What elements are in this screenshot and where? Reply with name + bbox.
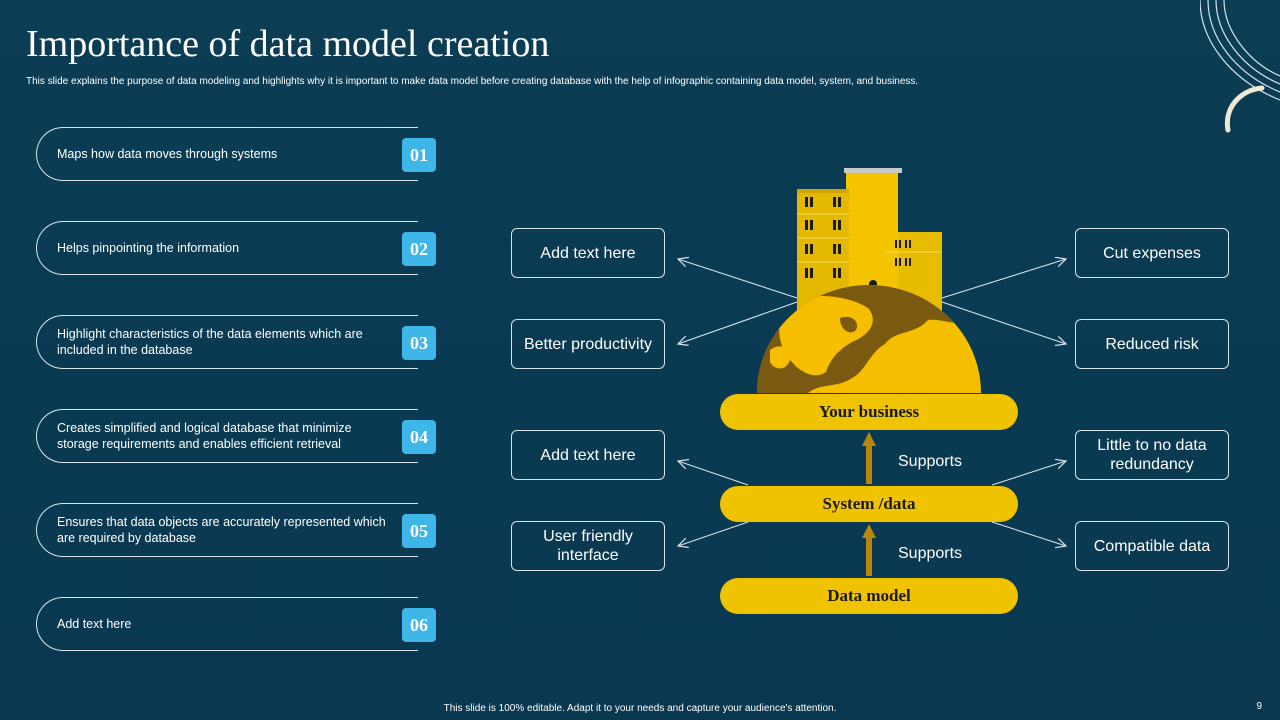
- benefit-box: Add text here: [511, 228, 665, 278]
- list-item-text: Creates simplified and logical database …: [57, 421, 352, 451]
- list-item-number: 02: [402, 232, 436, 266]
- benefit-box: Better productivity: [511, 319, 665, 369]
- list-item-number: 04: [402, 420, 436, 454]
- supports-label-lower: Supports: [898, 545, 963, 562]
- page-title: Importance of data model creation: [26, 23, 550, 65]
- list-item: Maps how data moves through systems: [36, 127, 418, 181]
- page-number: 9: [1256, 701, 1262, 712]
- list-item-text: Maps how data moves through systems: [57, 147, 278, 161]
- system-data-bar: System /data: [720, 486, 1018, 522]
- list-item: Add text here: [36, 597, 418, 651]
- list-item-number: 05: [402, 514, 436, 548]
- benefit-box: Reduced risk: [1075, 319, 1229, 369]
- list-item-number: 01: [402, 138, 436, 172]
- list-item-text: Helps pinpointing the information: [57, 241, 240, 255]
- connector-arrows: [678, 259, 1066, 546]
- list-item-number: 06: [402, 608, 436, 642]
- benefit-box: Add text here: [511, 430, 665, 480]
- footer-note: This slide is 100% editable. Adapt it to…: [443, 703, 837, 714]
- list-item-number: 03: [402, 326, 436, 360]
- up-arrow-icon: [862, 432, 876, 576]
- benefit-box: Little to no data redundancy: [1075, 430, 1229, 480]
- corner-arc-decoration: [1200, 0, 1280, 133]
- list-item-text: Ensures that data objects are accurately…: [57, 515, 386, 545]
- benefit-box: Cut expenses: [1075, 228, 1229, 278]
- globe-icon: [757, 285, 981, 393]
- list-item: Ensures that data objects are accurately…: [36, 503, 418, 557]
- list-item: Helps pinpointing the information: [36, 221, 418, 275]
- business-bar: Your business: [720, 394, 1018, 430]
- benefit-box: Compatible data: [1075, 521, 1229, 571]
- page-subtitle: This slide explains the purpose of data …: [26, 76, 919, 87]
- supports-label-upper: Supports: [898, 453, 963, 470]
- list-item: Highlight characteristics of the data el…: [36, 315, 418, 369]
- data-model-bar: Data model: [720, 578, 1018, 614]
- list-item-text: Add text here: [57, 617, 132, 631]
- list-item: Creates simplified and logical database …: [36, 409, 418, 463]
- list-item-text: Highlight characteristics of the data el…: [57, 327, 363, 357]
- benefit-box: User friendly interface: [511, 521, 665, 571]
